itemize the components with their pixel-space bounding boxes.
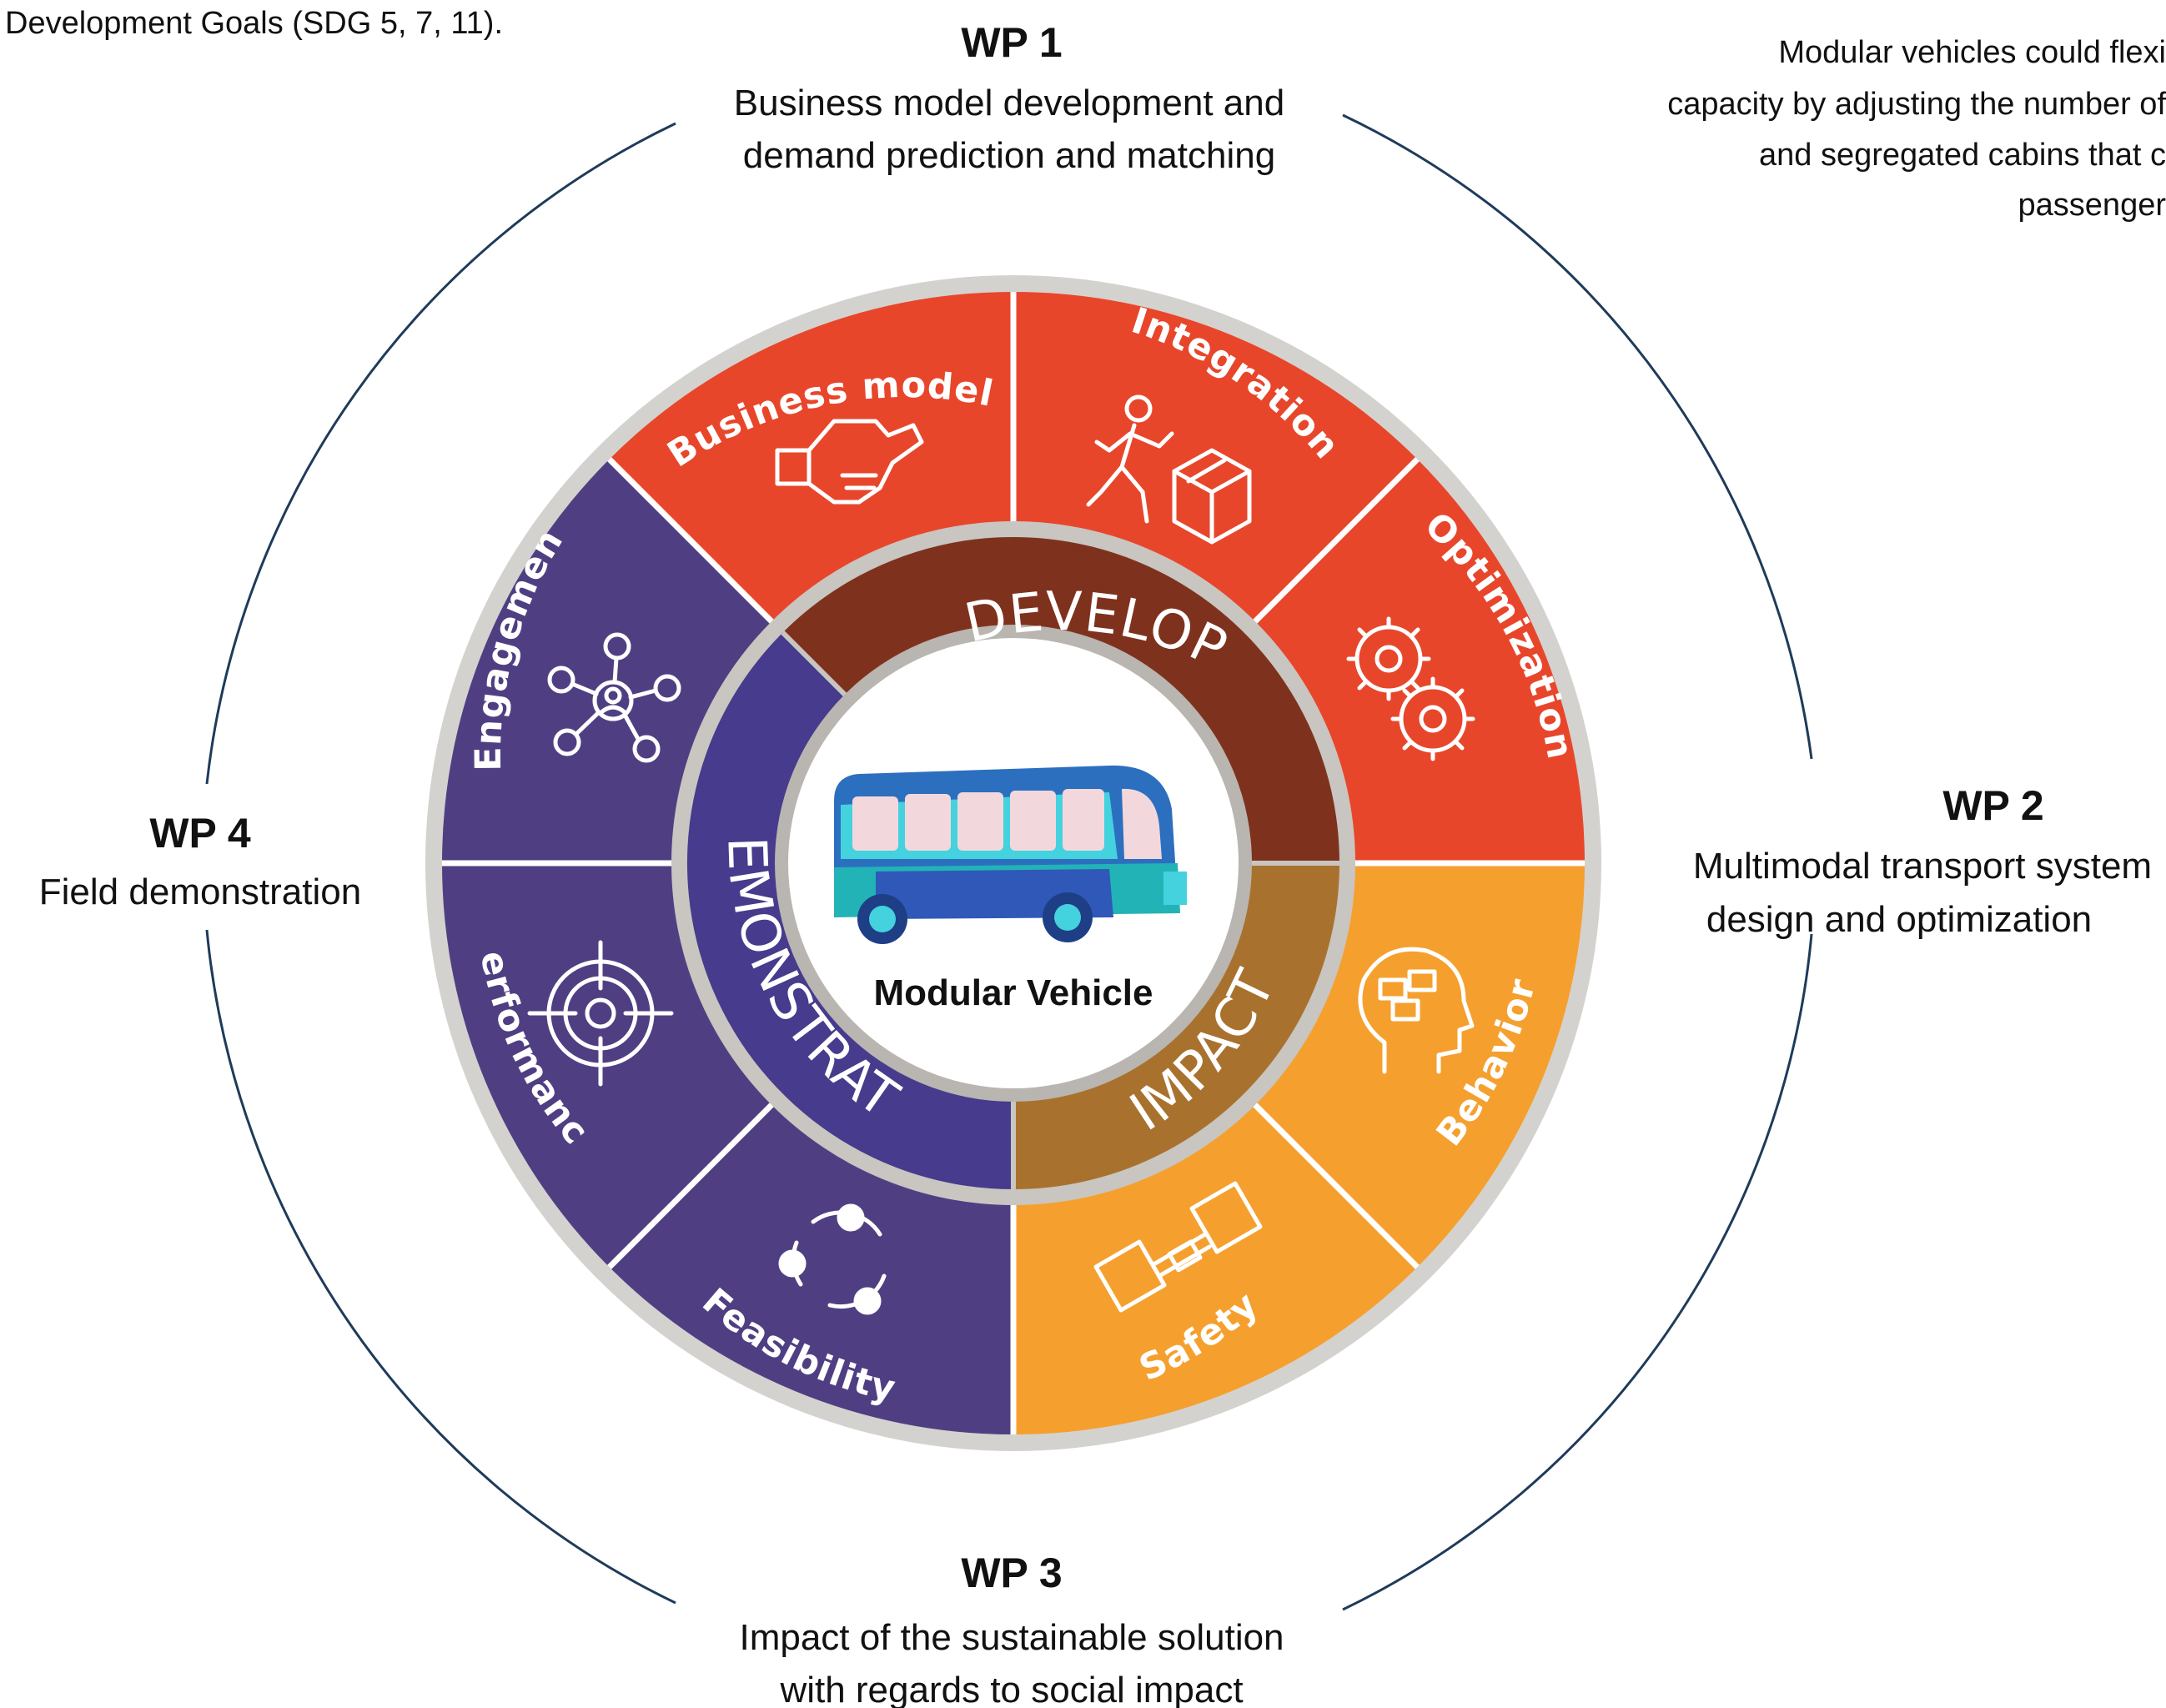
top-right-text-line: passenger [2018,188,2166,223]
outer-arc-top-left [205,122,676,785]
wp4-block: WP 4 Field demonstration [39,810,361,912]
segment-label-engagement: Engagement [0,0,571,771]
top-right-text-line: Modular vehicles could flexi [1778,35,2166,70]
top-right-text-line: capacity by adjusting the number of [1667,87,2166,122]
wp3-desc-line: Impact of the sustainable solution [739,1617,1284,1658]
handshake-icon [775,419,924,505]
top-left-text: Development Goals (SDG 5, 7, 11). [5,6,503,41]
wp2-desc-line: design and optimization [1706,899,2092,940]
wp2-block: WP 2 Multimodal transport system design … [1693,782,2152,940]
wp2-desc-line: Multimodal transport system [1693,846,2152,887]
outer-arc-top-right [1342,113,1813,760]
gears-icon [1346,616,1475,761]
outer-arc-bottom-right [1342,933,1813,1611]
network-people-icon [547,632,681,763]
wp3-title: WP 3 [961,1550,1062,1596]
head-puzzle-icon [1358,947,1475,1074]
wp1-title: WP 1 [961,19,1062,66]
target-icon [527,940,674,1087]
wp4-desc-line: Field demonstration [39,872,361,912]
wp4-title: WP 4 [149,810,251,857]
outer-ring-arcs [205,113,1813,1611]
cycle-nodes-icon [778,1203,887,1315]
outer-arc-bottom-left [205,929,676,1605]
top-right-text-line: and segregated cabins that c [1759,138,2166,173]
center-label: Modular Vehicle [874,972,1153,1013]
wp1-block: WP 1 Business model development and dema… [734,19,1284,176]
seatbelt-icon [1093,1181,1263,1313]
wp3-block: WP 3 Impact of the sustainable solution … [739,1550,1284,1708]
walking-person-icon [1086,394,1174,524]
top-right-text-block: Modular vehicles could flexi capacity by… [1667,35,2166,223]
wp3-desc-line: with regards to social impact [779,1670,1243,1708]
box-icon [1172,448,1252,545]
wp1-desc-line: demand prediction and matching [743,135,1275,176]
wp1-desc-line: Business model development and [734,83,1284,123]
wp2-title: WP 2 [1942,782,2043,829]
bus-icon [826,765,1193,944]
